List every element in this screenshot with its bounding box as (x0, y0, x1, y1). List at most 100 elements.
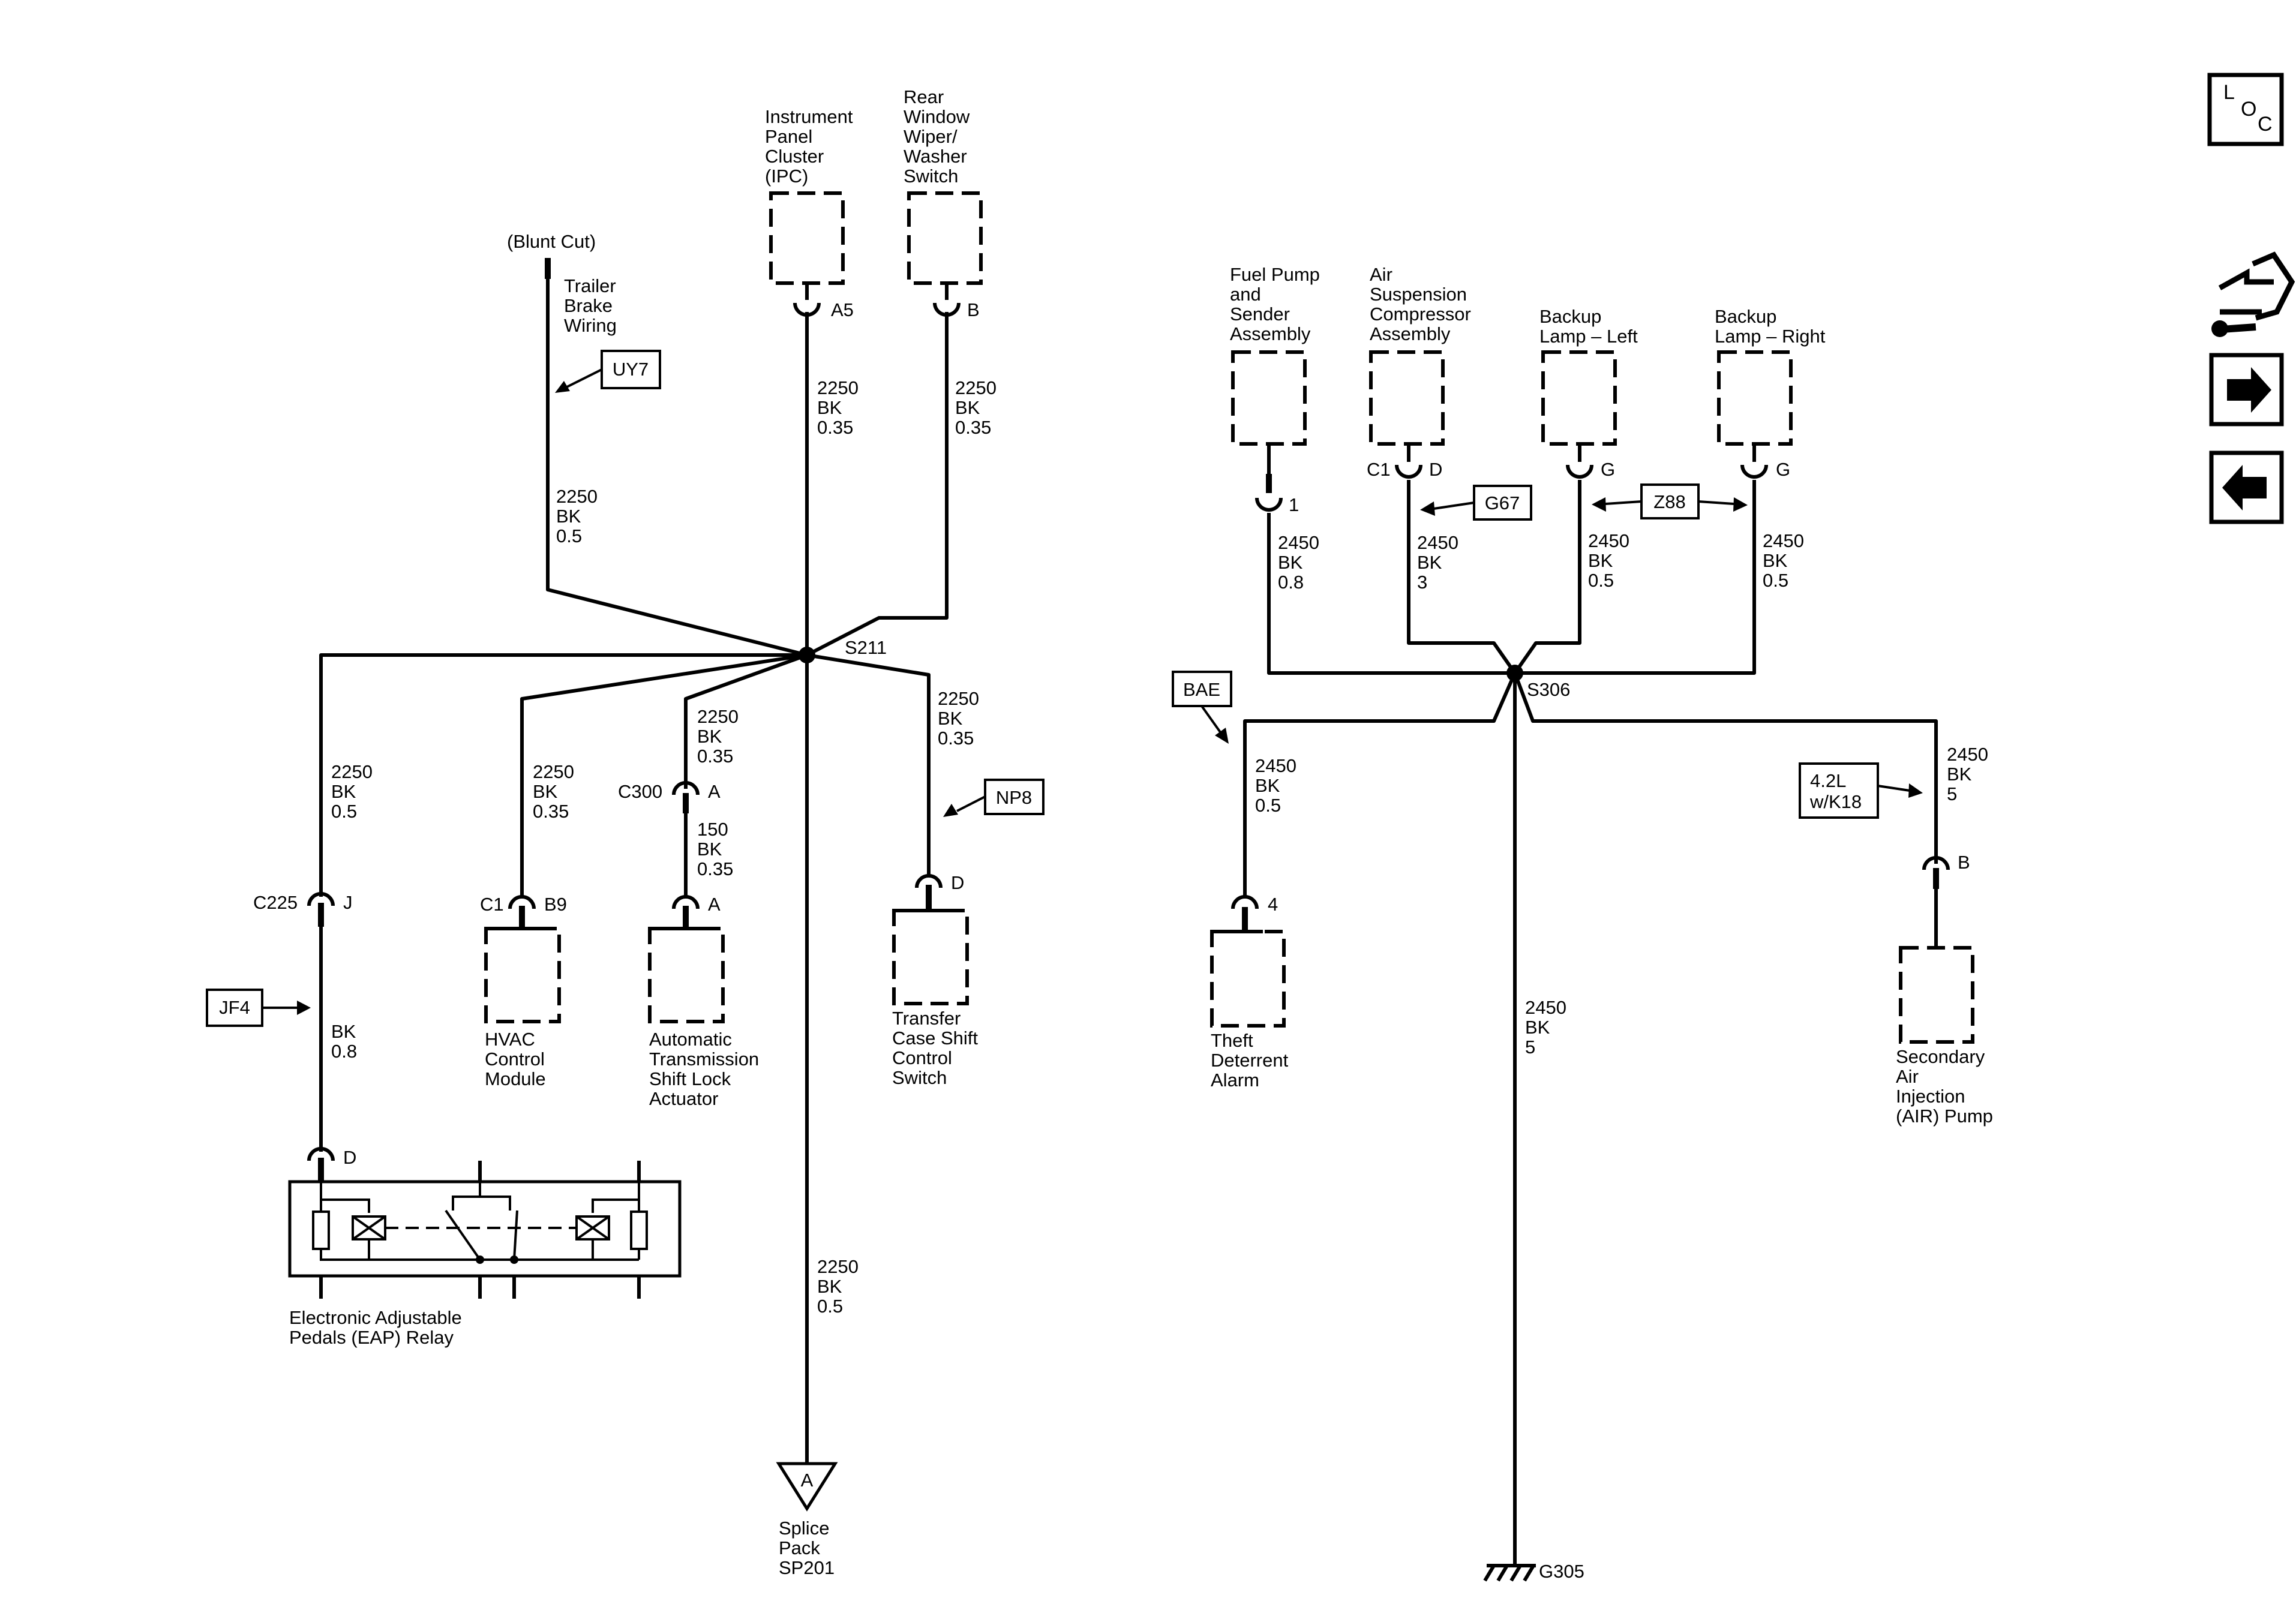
labels: Instrument Panel Cluster (IPC) Rear Wind… (253, 86, 1994, 1578)
option-np8-box (984, 779, 1045, 815)
trans-box (648, 927, 725, 1023)
option-k18-line1: 4.2L (1810, 770, 1846, 791)
option-bae-box (1172, 671, 1232, 707)
trans-label: Automatic Transmission Shift Lock Actuat… (649, 1029, 764, 1109)
air-susp-conn-label: C1 (1367, 459, 1391, 480)
rear-wiper-label: Rear Window Wiper/ Washer Switch (904, 86, 975, 187)
wire-hvac-label: 2250 BK 0.35 (533, 761, 580, 822)
hvac-box (484, 927, 561, 1023)
splice-s211-dot (799, 647, 815, 663)
wire-ipc-label: 2250 BK 0.35 (817, 377, 864, 438)
option-np8: NP8 (996, 787, 1032, 808)
theft-label: Theft Deterrent Alarm (1211, 1030, 1293, 1091)
wire-backup-right-label: 2450 BK 0.5 (1763, 530, 1809, 591)
wire-air-susp-label: 2450 BK 3 (1417, 532, 1464, 593)
air-susp-box (1369, 350, 1445, 446)
splice-s211-label: S211 (845, 637, 887, 658)
eap-relay-symbol (288, 1161, 682, 1299)
hvac-pin-label: B9 (544, 894, 567, 915)
loc-letter-l: L (2223, 81, 2235, 104)
backup-left-label: Backup Lamp – Left (1539, 306, 1638, 347)
option-tags: UY7 JF4 NP8 G67 Z88 BAE 4.2L w/K18 (206, 350, 1923, 1027)
fuel-pump-label: Fuel Pump and Sender Assembly (1230, 264, 1325, 344)
next-page-button[interactable] (2209, 353, 2284, 426)
trailer-label: Trailer Brake Wiring (564, 275, 621, 336)
air-pump-label: Secondary Air Injection (AIR) Pump (1896, 1046, 1993, 1127)
ground-symbol (1483, 1564, 1536, 1582)
wire-wiper-label: 2250 BK 0.35 (955, 377, 1002, 438)
splice-pack-letter: A (801, 1470, 814, 1491)
right-circuit-wires (1243, 480, 1938, 1566)
fuel-pump-box (1231, 350, 1307, 446)
c225-pin-label: J (343, 892, 353, 913)
ipc-pin-label: A5 (831, 299, 854, 320)
loc-letter-o: O (2241, 98, 2256, 121)
transfer-pin-label: D (951, 872, 964, 893)
air-pump-pin-label: B (1958, 852, 1970, 873)
option-g67-box (1473, 485, 1532, 521)
wire-ground-label: 2450 BK 5 (1525, 997, 1572, 1058)
wire-c300-upper-label: 2250 BK 0.35 (697, 706, 744, 767)
loc-icon[interactable] (2207, 73, 2284, 146)
connector-symbols (307, 283, 1950, 1182)
blunt-cut-label: (Blunt Cut) (507, 231, 596, 252)
splice-s306-label: S306 (1527, 679, 1570, 700)
wire-trailer-label: 2250 BK 0.5 (556, 486, 603, 546)
rear-wiper-box (907, 191, 983, 285)
fuel-pin-label: 1 (1289, 494, 1299, 515)
transfer-box (892, 909, 969, 1005)
prev-page-button[interactable] (2209, 450, 2284, 524)
option-jf4: JF4 (219, 997, 250, 1018)
air-pump-box (1899, 946, 1974, 1044)
wiper-pin-label: B (967, 299, 980, 320)
wire-transfer-label: 2250 BK 0.35 (938, 688, 985, 749)
eap-label: Electronic Adjustable Pedals (EAP) Relay (289, 1307, 467, 1348)
option-jf4-box (206, 989, 263, 1027)
splice-pack-label: Splice Pack SP201 (779, 1518, 835, 1578)
loc-button[interactable]: L O C (2207, 73, 2284, 146)
transfer-label: Transfer Case Shift Control Switch (892, 1008, 983, 1088)
wire-air-pump-label: 2450 BK 5 (1947, 744, 1994, 804)
c300-label: C300 (618, 781, 662, 802)
backup-left-box (1541, 350, 1617, 446)
option-uy7: UY7 (613, 359, 649, 380)
backup-right-label: Backup Lamp – Right (1715, 306, 1826, 347)
wire-c225-upper-label: 2250 BK 0.5 (331, 761, 378, 822)
c300-pin-label: A (708, 781, 721, 802)
option-z88: Z88 (1653, 491, 1685, 512)
tools-icon[interactable] (2211, 251, 2295, 337)
air-susp-pin-label: D (1429, 459, 1442, 480)
blunt-cut-marker (545, 258, 551, 279)
backup-right-pin-label: G (1776, 459, 1790, 480)
wire-fuel-label: 2450 BK 0.8 (1278, 532, 1325, 593)
trans-pin-label: A (708, 894, 721, 915)
option-uy7-box (601, 350, 661, 389)
ipc-label: Instrument Panel Cluster (IPC) (765, 106, 858, 187)
ground-label: G305 (1539, 1561, 1584, 1582)
hvac-conn-label: C1 (480, 894, 504, 915)
wire-c300-lower-label: 150 BK 0.35 (697, 819, 733, 879)
splice-s306-dot (1506, 665, 1523, 681)
backup-right-box (1717, 350, 1793, 446)
eap-pin-label: D (343, 1147, 356, 1168)
c225-label: C225 (253, 892, 298, 913)
splice-pack-symbol: A (776, 1462, 838, 1512)
option-bae: BAE (1183, 679, 1220, 700)
wire-splice-a-label: 2250 BK 0.5 (817, 1256, 864, 1317)
backup-left-pin-label: G (1601, 459, 1615, 480)
ipc-box (769, 191, 845, 285)
theft-pin-label: 4 (1268, 894, 1278, 915)
option-k18-line2: w/K18 (1809, 791, 1862, 812)
wire-backup-left-label: 2450 BK 0.5 (1588, 530, 1635, 591)
air-susp-label: Air Suspension Compressor Assembly (1370, 264, 1476, 344)
theft-box (1210, 930, 1286, 1028)
option-k18-box (1799, 762, 1879, 819)
hvac-label: HVAC Control Module (485, 1029, 550, 1089)
option-g67: G67 (1485, 492, 1520, 513)
left-circuit-wires (319, 264, 949, 1464)
wire-c225-lower-label: BK 0.8 (331, 1021, 361, 1062)
wire-theft-label: 2450 BK 0.5 (1255, 755, 1302, 816)
loc-letter-c: C (2258, 113, 2273, 136)
